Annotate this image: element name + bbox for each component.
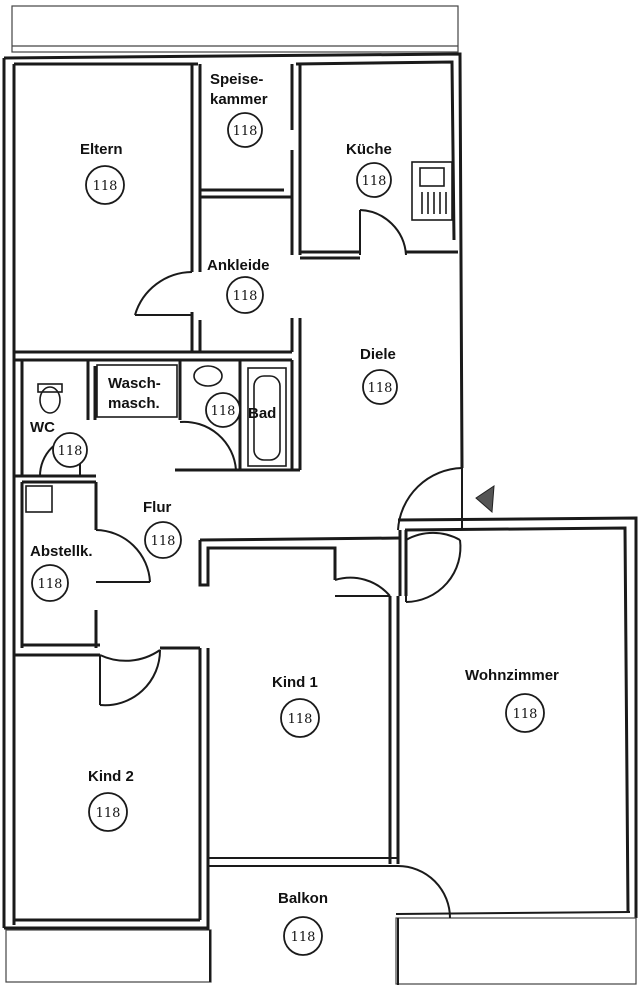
svg-text:118: 118 (96, 806, 121, 821)
label-ankleide: Ankleide (207, 257, 270, 274)
tag-diele: 118 (362, 369, 398, 405)
label-kueche: Küche (346, 141, 392, 158)
svg-text:118: 118 (93, 179, 118, 194)
label-flur: Flur (143, 499, 171, 516)
bottom-bands (5, 911, 637, 985)
eltern-walls (14, 64, 208, 354)
label-wohnzimmer: Wohnzimmer (465, 667, 559, 684)
tag-kind2: 118 (88, 792, 128, 832)
svg-text:118: 118 (368, 381, 393, 396)
top-window-band (11, 5, 459, 53)
tag-bad: 118 (205, 392, 241, 428)
label-speisekammer-1: Speise- (210, 71, 263, 88)
svg-text:118: 118 (233, 124, 258, 139)
tag-balkon: 118 (283, 916, 323, 956)
tag-abstellkammer: 118 (31, 564, 69, 602)
svg-text:118: 118 (211, 404, 236, 419)
svg-text:118: 118 (291, 930, 316, 945)
svg-text:118: 118 (38, 577, 63, 592)
tag-wc: 118 (52, 432, 88, 468)
label-abstellkammer: Abstellk. (30, 543, 93, 560)
balkon-door (397, 865, 451, 985)
svg-text:118: 118 (288, 712, 313, 727)
ankleide-walls (198, 318, 302, 470)
flur-walls (14, 480, 200, 707)
tag-eltern: 118 (85, 165, 125, 205)
kind1-walls (198, 530, 462, 867)
label-waschmaschine-2: masch. (108, 395, 160, 412)
label-balkon: Balkon (278, 890, 328, 907)
tag-kueche: 118 (356, 162, 392, 198)
svg-text:118: 118 (513, 707, 538, 722)
tag-flur: 118 (144, 521, 182, 559)
outer-walls (2, 52, 638, 930)
bath-walls (14, 358, 300, 478)
tag-speisekammer: 118 (227, 112, 263, 148)
label-kind1: Kind 1 (272, 674, 318, 691)
label-kind2: Kind 2 (88, 768, 134, 785)
svg-text:118: 118 (362, 174, 387, 189)
entrance-door (397, 467, 463, 531)
tag-wohnzimmer: 118 (505, 693, 545, 733)
label-waschmaschine-1: Wasch- (108, 375, 161, 392)
svg-text:118: 118 (233, 289, 258, 304)
label-diele: Diele (360, 346, 396, 363)
label-wc: WC (30, 419, 55, 436)
kind2-walls (198, 648, 210, 930)
entrance-arrow-icon (475, 485, 495, 514)
label-eltern: Eltern (80, 141, 123, 158)
kitchen-walls (200, 64, 458, 260)
tag-kind1: 118 (280, 698, 320, 738)
svg-text:118: 118 (58, 444, 83, 459)
svg-text:118: 118 (151, 534, 176, 549)
label-bad: Bad (248, 405, 276, 422)
stove-burners (421, 192, 447, 214)
tag-ankleide: 118 (226, 276, 264, 314)
label-speisekammer-2: kammer (210, 91, 268, 108)
